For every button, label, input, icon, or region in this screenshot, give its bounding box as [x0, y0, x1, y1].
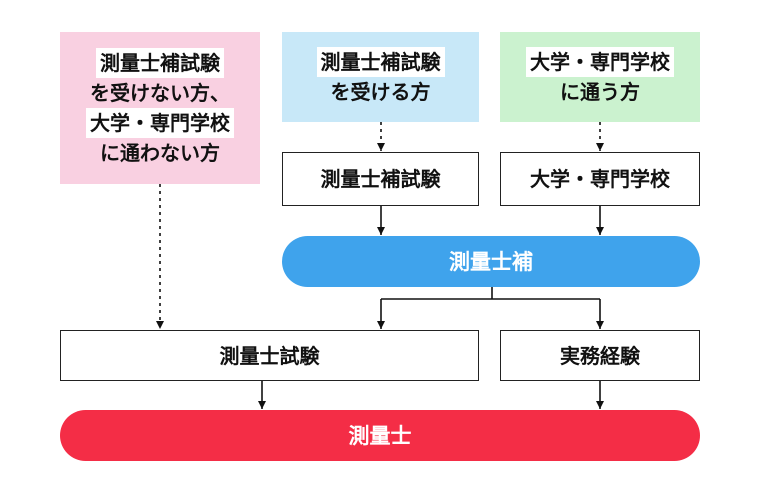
- route-school-box: 大学・専門学校 に通う方: [500, 32, 700, 122]
- surveyor-label: 測量士: [348, 423, 412, 448]
- route-exam-line-2: を受ける方: [330, 80, 431, 104]
- assistant-surveyor-label: 測量士補: [449, 249, 533, 274]
- route-neither-line-4: に通わない方: [100, 141, 220, 165]
- school-box: 大学・専門学校: [500, 152, 700, 206]
- school-label: 大学・専門学校: [530, 167, 670, 191]
- surveyor-exam-box: 測量士試験: [60, 330, 479, 381]
- route-school-line-1: 大学・専門学校: [526, 47, 674, 77]
- route-neither-box: 測量士補試験 を受けない方、 大学・専門学校 に通わない方: [60, 32, 260, 184]
- route-neither-line-3: 大学・専門学校: [86, 108, 234, 138]
- assistant-exam-label: 測量士補試験: [320, 167, 441, 191]
- route-exam-line-1: 測量士補試験: [316, 47, 445, 77]
- route-neither-line-2: を受けない方、: [90, 81, 230, 105]
- surveyor-exam-label: 測量士試験: [219, 343, 320, 368]
- assistant-surveyor-pill: 測量士補: [282, 236, 700, 287]
- route-exam-box: 測量士補試験 を受ける方: [282, 32, 479, 122]
- route-neither-line-1: 測量士補試験: [96, 48, 224, 78]
- practical-experience-label: 実務経験: [560, 343, 640, 368]
- assistant-exam-box: 測量士補試験: [282, 152, 479, 206]
- route-school-line-2: に通う方: [560, 80, 640, 104]
- surveyor-pill: 測量士: [60, 410, 700, 461]
- practical-experience-box: 実務経験: [500, 330, 700, 381]
